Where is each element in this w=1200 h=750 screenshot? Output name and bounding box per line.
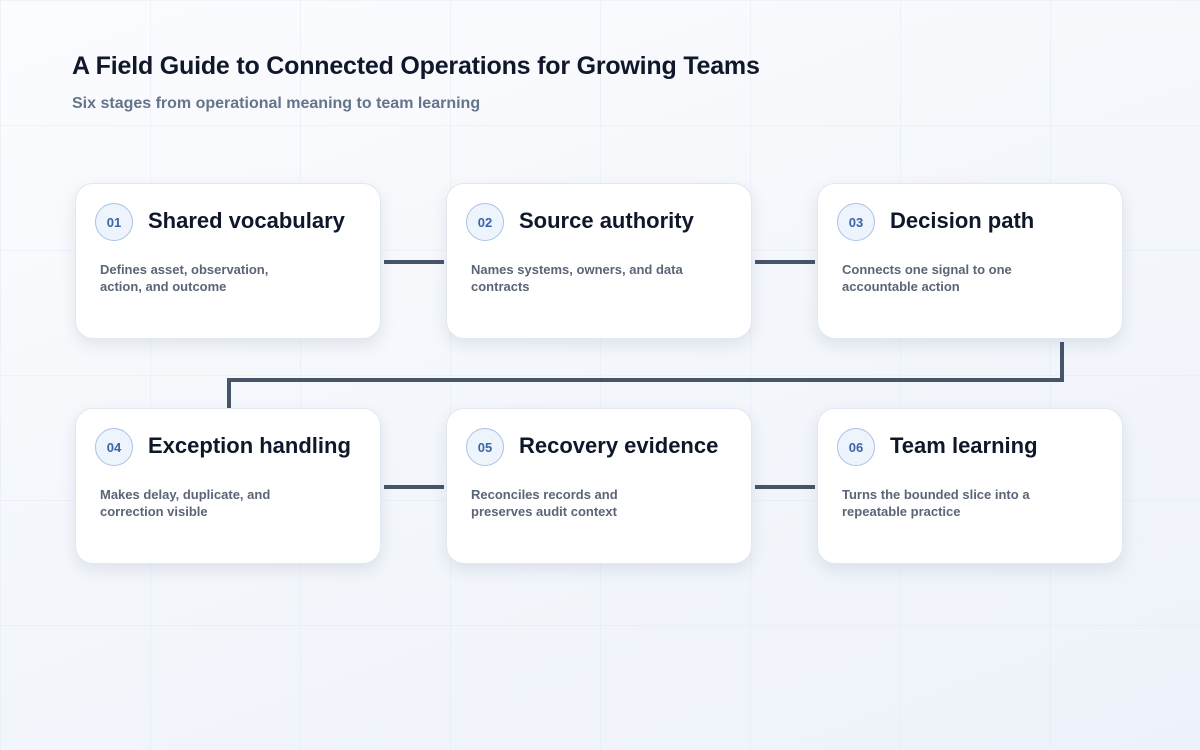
stage-card-04: 04 Exception handling Makes delay, dupli…	[75, 408, 381, 564]
stage-title: Team learning	[890, 433, 1038, 458]
stage-description: Defines asset, observation, action, and …	[100, 262, 269, 294]
stage-number-badge: 04	[95, 428, 133, 466]
stage-title: Recovery evidence	[519, 433, 719, 458]
stage-title: Exception handling	[148, 433, 351, 458]
stage-description: Makes delay, duplicate, and correction v…	[100, 487, 271, 519]
stage-card-05: 05 Recovery evidence Reconciles records …	[446, 408, 752, 564]
stage-description: Connects one signal to one accountable a…	[842, 262, 1012, 294]
connector-03-04	[227, 342, 1064, 408]
stage-card-03: 03 Decision path Connects one signal to …	[817, 183, 1123, 339]
stage-number-badge: 06	[837, 428, 875, 466]
stage-card-02: 02 Source authority Names systems, owner…	[446, 183, 752, 339]
stage-description: Turns the bounded slice into a repeatabl…	[842, 487, 1030, 519]
stage-number-badge: 03	[837, 203, 875, 241]
stage-number-badge: 02	[466, 203, 504, 241]
stage-card-01: 01 Shared vocabulary Defines asset, obse…	[75, 183, 381, 339]
stage-description: Reconciles records and preserves audit c…	[471, 487, 618, 519]
stage-description: Names systems, owners, and data contract…	[471, 262, 683, 294]
stage-title: Source authority	[519, 208, 694, 233]
stage-title: Decision path	[890, 208, 1035, 233]
page-title: A Field Guide to Connected Operations fo…	[72, 52, 760, 80]
stage-number-badge: 01	[95, 203, 133, 241]
page-subtitle: Six stages from operational meaning to t…	[72, 95, 481, 112]
stage-number-badge: 05	[466, 428, 504, 466]
stage-card-06: 06 Team learning Turns the bounded slice…	[817, 408, 1123, 564]
stage-title: Shared vocabulary	[148, 208, 345, 233]
